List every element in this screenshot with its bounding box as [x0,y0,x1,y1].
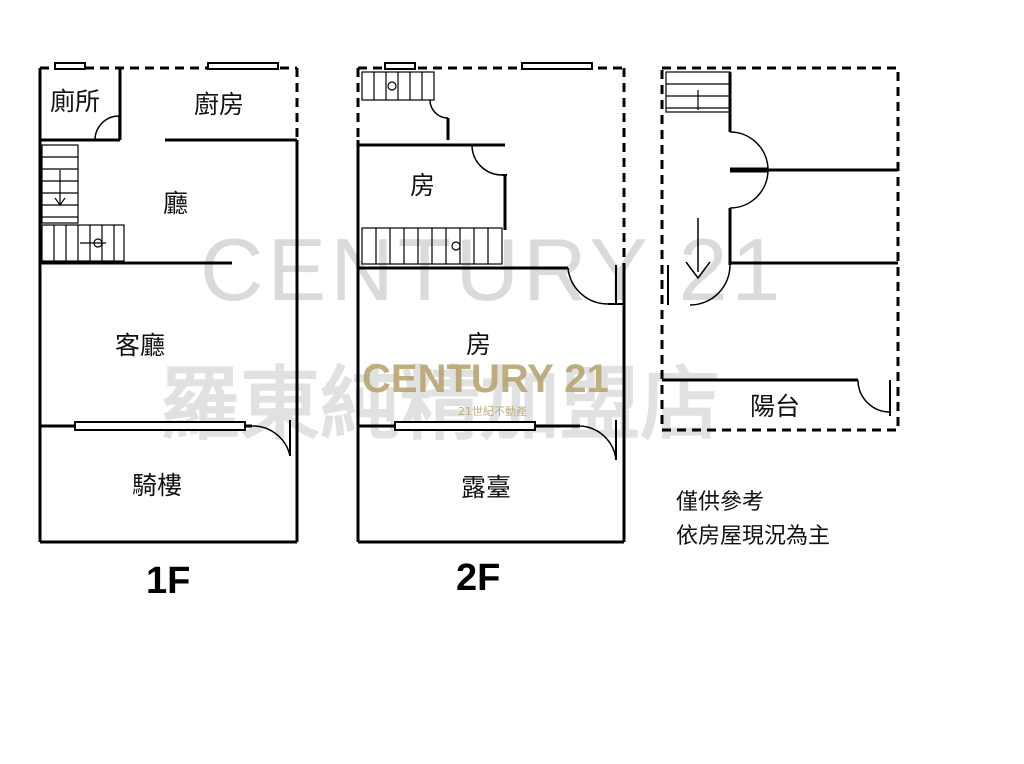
room-label-hall: 廳 [163,189,188,218]
window [54,62,86,70]
staircase [361,227,503,265]
floor-plan-1f [38,62,299,544]
staircase [665,71,731,113]
watermark-store-name: 羅東純精加盟店 [160,358,720,451]
door-swing-arc [94,115,120,141]
door-swing-arc [567,267,609,305]
stair-direction-arrow [685,218,711,280]
watermark-logo: CENTURY 21 [362,357,609,401]
room-labels-2f: 房 房 露臺 2F [410,171,511,599]
room-label-terrace: 露臺 [461,473,511,502]
room-label-balcony: 陽台 [750,392,800,421]
staircase [41,144,125,262]
watermark-logo-subtitle: 21世紀不動產 [458,404,527,418]
floor-label-1f: 1F [146,560,190,602]
floor-label-2f: 2F [456,557,500,599]
window [384,62,416,70]
door-swing-arc [579,425,617,461]
disclaimer-line-2: 依房屋現況為主 [676,524,831,549]
window [521,62,593,70]
room-label-kitchen: 廚房 [194,90,244,119]
room-label-living: 客廳 [115,331,165,360]
room-label-room-lower: 房 [466,330,491,359]
window [74,421,246,431]
door-swing-arc [471,144,503,176]
floor-plan-3f [660,66,900,432]
door-swing-arc [689,264,731,306]
window [207,62,279,70]
room-labels-1f: 廁所 廚房 廳 客廳 騎樓 1F [50,87,244,602]
window [394,421,536,431]
door-swing-arc [251,425,291,457]
room-label-toilet: 廁所 [50,87,100,116]
room-label-arcade: 騎樓 [132,471,182,500]
staircase [361,71,449,119]
disclaimer-line-1: 僅供參考 [676,490,765,515]
room-labels-3f: 陽台 [750,392,800,421]
disclaimer-note: 僅供參考 依房屋現況為主 [676,486,830,554]
door-swing-arc [857,379,891,413]
floor-plan-2f [356,62,626,544]
room-label-room-upper: 房 [410,171,435,200]
